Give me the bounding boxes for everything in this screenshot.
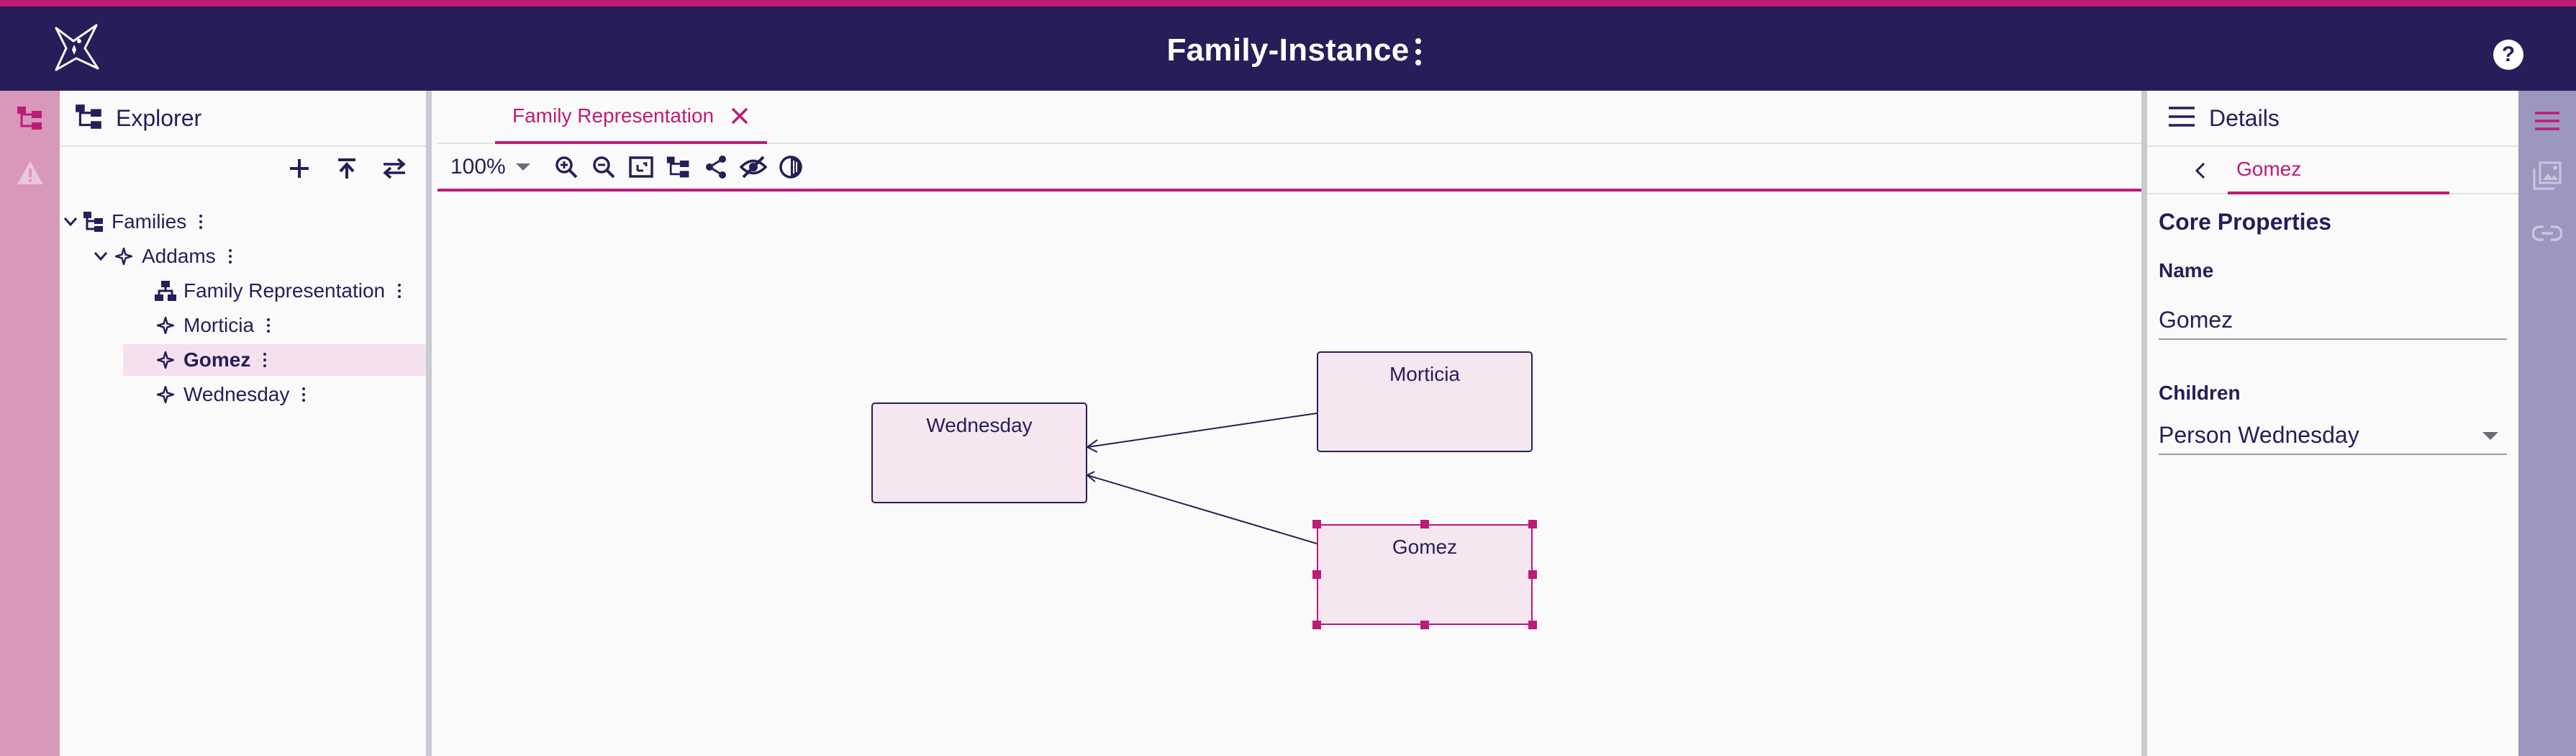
tab-label: Family Representation	[512, 104, 715, 127]
tree-item-family-representation[interactable]: Family Representation	[153, 275, 426, 307]
chevron-down-icon[interactable]	[90, 246, 112, 267]
add-icon[interactable]	[285, 154, 314, 183]
warning-icon[interactable]	[14, 157, 46, 189]
explorer-toolbar	[285, 154, 409, 183]
sparkle-icon	[112, 244, 136, 269]
children-label: Children	[2159, 382, 2241, 404]
more-options-icon[interactable]	[302, 387, 307, 402]
node-morticia[interactable]: Morticia	[1317, 351, 1533, 452]
more-options-icon[interactable]	[398, 284, 402, 298]
node-gomez[interactable]: Gomez	[1317, 524, 1533, 625]
top-navbar: Family-Instance ?	[0, 0, 2576, 91]
zoom-in-icon[interactable]	[549, 150, 584, 184]
diagram-icon	[153, 279, 178, 303]
section-title: Core Properties	[2159, 209, 2332, 235]
node-label: Morticia	[1389, 363, 1460, 385]
explorer-title: Explorer	[116, 104, 202, 131]
zoom-level: 100%	[450, 155, 506, 179]
tree-item-morticia[interactable]: Morticia	[153, 310, 426, 341]
details-header: Details	[2147, 91, 2518, 147]
resize-handle[interactable]	[1312, 570, 1321, 579]
tree-item-label: Family Representation	[183, 279, 386, 302]
node-label: Wednesday	[926, 414, 1033, 436]
tree-item-gomez[interactable]: Gomez	[123, 344, 426, 376]
resize-handle[interactable]	[1312, 520, 1321, 528]
editor-tabs: Family Representation	[437, 91, 2141, 144]
details-title: Details	[2209, 104, 2280, 131]
edge-morticia-wednesday[interactable]	[1086, 413, 1318, 453]
children-value: Person Wednesday	[2159, 422, 2359, 448]
details-icon[interactable]	[2531, 105, 2563, 137]
name-label: Name	[2159, 259, 2214, 282]
logo-icon[interactable]	[52, 24, 101, 73]
zoom-select[interactable]: 100%	[450, 155, 530, 179]
left-rail	[0, 91, 60, 756]
tree-item-label: Wednesday	[183, 383, 290, 405]
hide-icon[interactable]	[736, 150, 771, 184]
resize-handle[interactable]	[1312, 621, 1321, 629]
menu-icon[interactable]	[2167, 105, 2196, 132]
diagram-edges	[1086, 413, 1318, 544]
tree-item-label: Morticia	[183, 314, 255, 336]
tree-item-label: Gomez	[183, 348, 251, 371]
sparkle-icon	[153, 313, 178, 338]
details-tabs: Gomez	[2147, 147, 2518, 194]
swap-icon[interactable]	[380, 154, 409, 183]
more-options-icon[interactable]	[263, 353, 268, 367]
resize-handle[interactable]	[1420, 621, 1429, 629]
tree-item-label: Addams	[142, 245, 216, 267]
close-icon[interactable]	[730, 106, 750, 126]
fit-to-screen-icon[interactable]	[624, 150, 658, 184]
tree-item-families[interactable]: Families	[60, 206, 426, 238]
resize-handle[interactable]	[1420, 520, 1429, 528]
chevron-down-icon[interactable]	[60, 211, 81, 233]
children-select[interactable]: Person Wednesday	[2159, 415, 2507, 455]
tree-item-wednesday[interactable]: Wednesday	[153, 379, 426, 410]
explorer-icon[interactable]	[14, 102, 46, 134]
chevron-left-icon[interactable]	[2190, 160, 2212, 181]
tree-icon	[81, 210, 106, 234]
name-field[interactable]: Gomez	[2159, 300, 2507, 340]
sparkle-icon	[153, 348, 178, 372]
diagram-toolbar: 100%	[437, 145, 2141, 192]
link-icon[interactable]	[2531, 217, 2563, 249]
chevron-down-icon	[515, 163, 530, 171]
tree-item-addams[interactable]: Addams	[90, 240, 426, 272]
resize-handle[interactable]	[1528, 621, 1537, 629]
resize-handle[interactable]	[1528, 570, 1537, 579]
sparkle-icon	[153, 382, 178, 407]
tab-gomez[interactable]: Gomez	[2228, 147, 2449, 194]
arrange-icon[interactable]	[661, 150, 696, 184]
more-options-icon[interactable]	[267, 318, 271, 333]
node-wednesday[interactable]: Wednesday	[871, 402, 1087, 503]
representations-icon[interactable]	[2531, 160, 2563, 192]
explorer-header-icon	[74, 102, 104, 135]
explorer-panel: Explorer Families	[60, 91, 432, 756]
upload-icon[interactable]	[332, 154, 361, 183]
help-icon[interactable]: ?	[2493, 40, 2523, 70]
zoom-out-icon[interactable]	[586, 150, 621, 184]
tab-family-representation[interactable]: Family Representation	[495, 91, 768, 144]
contrast-icon[interactable]	[774, 150, 808, 184]
tree-item-label: Families	[112, 210, 187, 233]
edge-gomez-wednesday[interactable]	[1086, 471, 1318, 544]
share-icon[interactable]	[699, 150, 733, 184]
chevron-down-icon	[2482, 432, 2498, 440]
app-title: Family-Instance	[1166, 32, 1410, 68]
details-panel: Details Gomez Core Properties Name Gomez…	[2141, 91, 2518, 756]
more-options-icon[interactable]	[228, 249, 233, 264]
diagram-editor: Family Representation 100%	[437, 91, 2141, 756]
more-options-icon[interactable]	[199, 215, 204, 229]
more-options-icon[interactable]	[1410, 35, 1426, 68]
node-label: Gomez	[1392, 536, 1458, 558]
right-rail	[2518, 91, 2576, 756]
diagram-canvas[interactable]: Wednesday Morticia Gomez	[437, 192, 2141, 756]
explorer-header: Explorer	[60, 91, 426, 147]
resize-handle[interactable]	[1528, 520, 1537, 528]
